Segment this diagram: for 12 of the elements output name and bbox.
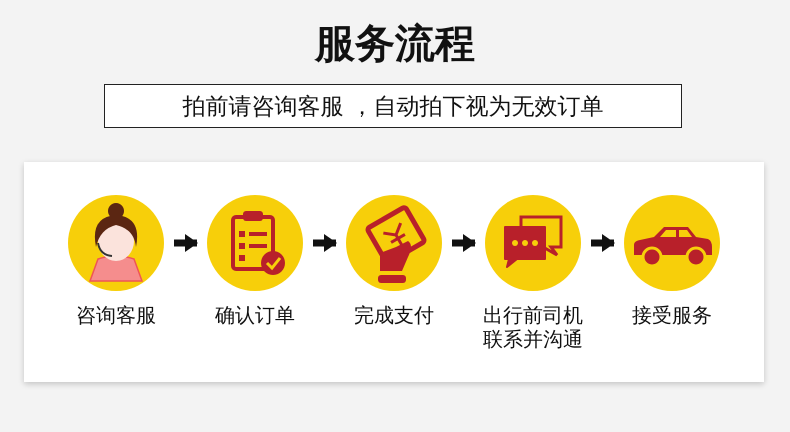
step-label: 咨询客服	[75, 303, 157, 327]
step-label: 完成支付	[353, 303, 435, 327]
step-label: 确认订单	[214, 303, 296, 327]
arrow	[452, 234, 476, 252]
arrow	[591, 234, 615, 252]
notice-box	[104, 84, 682, 128]
step-label: 接受服务	[631, 303, 713, 327]
arrow	[174, 234, 198, 252]
step-label: 出行前司机联系并沟通	[483, 303, 583, 351]
arrow	[313, 234, 337, 252]
notice-text: 拍前请咨询客服 ，自动拍下视为无效订单	[182, 92, 604, 122]
title: 服务流程	[313, 20, 476, 69]
